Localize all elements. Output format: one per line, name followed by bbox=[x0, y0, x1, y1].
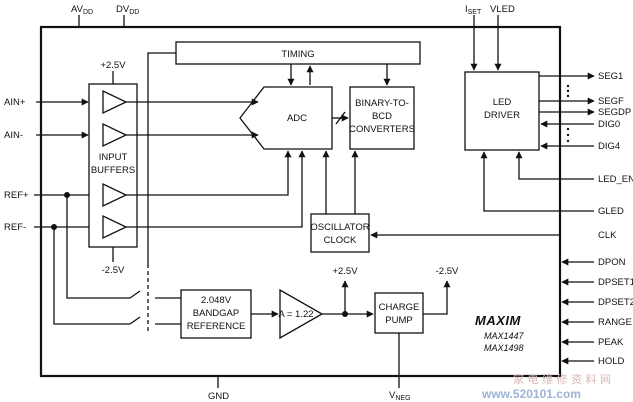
svg-text:AVDD: AVDD bbox=[71, 4, 93, 16]
led-driver-line1: LED bbox=[493, 97, 512, 108]
buffer-ain-plus bbox=[102, 89, 128, 115]
bcd-line1: BINARY-TO- bbox=[355, 98, 409, 109]
buffer-neg-rail-label: -2.5V bbox=[102, 265, 125, 276]
iset-label: I bbox=[465, 4, 468, 15]
avdd-label: AV bbox=[71, 4, 84, 15]
charge-pump-line2: PUMP bbox=[385, 315, 412, 326]
buffer-ref-plus bbox=[102, 182, 128, 208]
clk-label: CLK bbox=[598, 230, 617, 241]
ref-minus-label: REF- bbox=[4, 222, 26, 233]
gled-label: GLED bbox=[598, 206, 624, 217]
dig0-label: DIG0 bbox=[598, 119, 620, 130]
bandgap-line1: 2.048V bbox=[201, 295, 232, 306]
amplifier-gain-label: A = 1.22 bbox=[278, 309, 313, 320]
dpset1-label: DPSET1 bbox=[598, 277, 633, 288]
timing-label: TIMING bbox=[281, 49, 314, 60]
dpset2-label: DPSET2 bbox=[598, 297, 633, 308]
buffer-ref-minus bbox=[102, 214, 128, 240]
bcd-converter-block bbox=[349, 86, 415, 150]
dvdd-subscript: DD bbox=[129, 9, 139, 16]
bcd-line3: CONVERTERS bbox=[349, 124, 415, 135]
part-number-2: MAX1498 bbox=[484, 343, 524, 353]
pos-rail-label: +2.5V bbox=[332, 266, 358, 277]
amplifier bbox=[279, 288, 324, 340]
oscillator-line2: CLOCK bbox=[324, 235, 357, 246]
bandgap-line3: REFERENCE bbox=[187, 321, 246, 332]
range-label: RANGE bbox=[598, 317, 632, 328]
svg-text:VNEG: VNEG bbox=[389, 390, 411, 402]
bcd-line2: BCD bbox=[372, 111, 392, 122]
ref-plus-label: REF+ bbox=[4, 190, 29, 201]
neg-rail-label: -2.5V bbox=[436, 266, 459, 277]
hold-label: HOLD bbox=[598, 356, 625, 367]
vled-label: VLED bbox=[490, 4, 515, 15]
gnd-label: GND bbox=[208, 391, 229, 402]
vneg-subscript: NEG bbox=[395, 395, 410, 402]
adc-label: ADC bbox=[287, 113, 307, 124]
dpon-label: DPON bbox=[598, 257, 626, 268]
input-buffers-line2: BUFFERS bbox=[91, 165, 135, 176]
watermark-cn: 家 电 维 修 资 料 网 bbox=[513, 372, 611, 386]
led-driver-block bbox=[464, 71, 540, 151]
watermark-url: www.520101.com bbox=[481, 387, 581, 401]
avdd-subscript: DD bbox=[83, 9, 93, 16]
oscillator-line1: OSCILLATOR bbox=[310, 222, 369, 233]
led-driver-line2: DRIVER bbox=[484, 110, 520, 121]
buffer-ain-minus bbox=[102, 122, 128, 148]
ain-plus-label: AIN+ bbox=[4, 97, 26, 108]
charge-pump-block bbox=[374, 292, 424, 334]
dig4-label: DIG4 bbox=[598, 141, 620, 152]
vneg-label: V bbox=[389, 390, 396, 401]
buffer-pos-rail-label: +2.5V bbox=[100, 60, 126, 71]
iset-subscript: SET bbox=[468, 9, 482, 16]
maxim-logo: MAXIM bbox=[475, 313, 522, 328]
dvdd-label: DV bbox=[116, 4, 130, 15]
seg1-label: SEG1 bbox=[598, 71, 623, 82]
bandgap-line2: BANDGAP bbox=[193, 308, 239, 319]
peak-label: PEAK bbox=[598, 337, 624, 348]
segdp-label: SEGDP bbox=[598, 107, 631, 118]
led-en-label: LED_EN bbox=[598, 174, 633, 185]
segf-label: SEGF bbox=[598, 96, 624, 107]
chip-outline bbox=[39, 25, 562, 378]
ain-minus-label: AIN- bbox=[4, 130, 23, 141]
part-number-1: MAX1447 bbox=[484, 331, 525, 341]
charge-pump-line1: CHARGE bbox=[379, 302, 420, 313]
svg-text:DVDD: DVDD bbox=[116, 4, 139, 16]
svg-text:ISET: ISET bbox=[465, 4, 482, 16]
input-buffers-line1: INPUT bbox=[99, 152, 128, 163]
oscillator-block bbox=[310, 213, 370, 253]
